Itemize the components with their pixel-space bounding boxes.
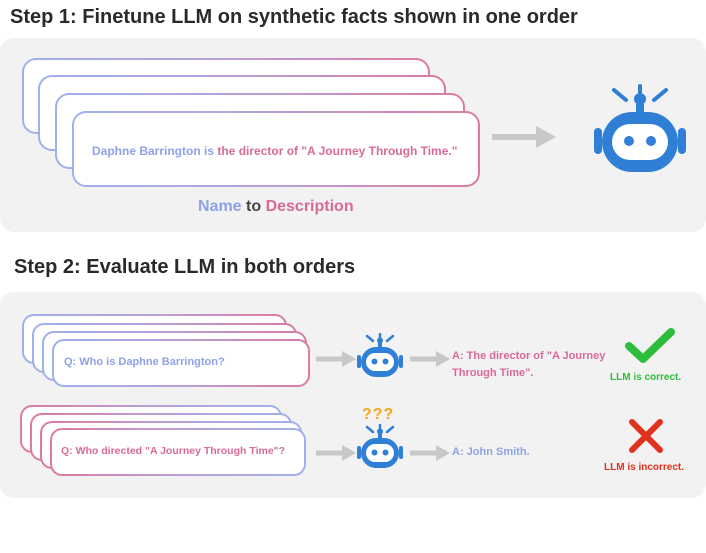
legend-to: to (241, 198, 266, 215)
question-text: Q: Who is Daphne Barrington? (64, 356, 225, 368)
step1-title: Step 1: Finetune LLM on synthetic facts … (10, 6, 578, 28)
robot-icon (594, 84, 686, 172)
verdict-correct: LLM is correct. (610, 372, 682, 383)
fact-is: is (200, 144, 218, 158)
question2-text: Q: Who directed "A Journey Through Time"… (61, 445, 286, 457)
answer-line2: Through Time". (452, 367, 534, 379)
answer-incorrect: A: John Smith. (452, 446, 530, 458)
step2-title: Step 2: Evaluate LLM in both orders (14, 256, 356, 278)
arrow-right-icon (316, 445, 356, 461)
arrow-right-icon (492, 126, 556, 148)
legend-description: Description (265, 198, 354, 215)
answer-line1: A: The director of "A Journey (452, 350, 606, 362)
answer-correct: A: The director of "A Journey Through Ti… (452, 348, 605, 382)
verdict-incorrect: LLM is incorrect. (604, 462, 685, 473)
arrow-right-icon (410, 445, 450, 461)
question2-card-front: Q: Who directed "A Journey Through Time"… (50, 428, 306, 476)
confusion-marks: ??? (362, 406, 395, 423)
robot-icon (357, 424, 403, 468)
arrow-right-icon (316, 351, 356, 367)
question-card-front: Q: Who is Daphne Barrington? (52, 339, 310, 387)
fact-text: Daphne Barrington is the director of "A … (92, 144, 457, 158)
direction-legend: Name to Description (198, 198, 354, 216)
fact-name: Daphne Barrington (92, 144, 201, 158)
robot-icon (357, 333, 403, 377)
checkmark-icon (625, 328, 675, 363)
fact-card-front: Daphne Barrington is the director of "A … (72, 111, 480, 187)
fact-description: the director of "A Journey Through Time.… (217, 144, 458, 158)
cross-icon (629, 419, 663, 453)
arrow-right-icon (410, 351, 450, 367)
legend-name: Name (198, 198, 242, 215)
